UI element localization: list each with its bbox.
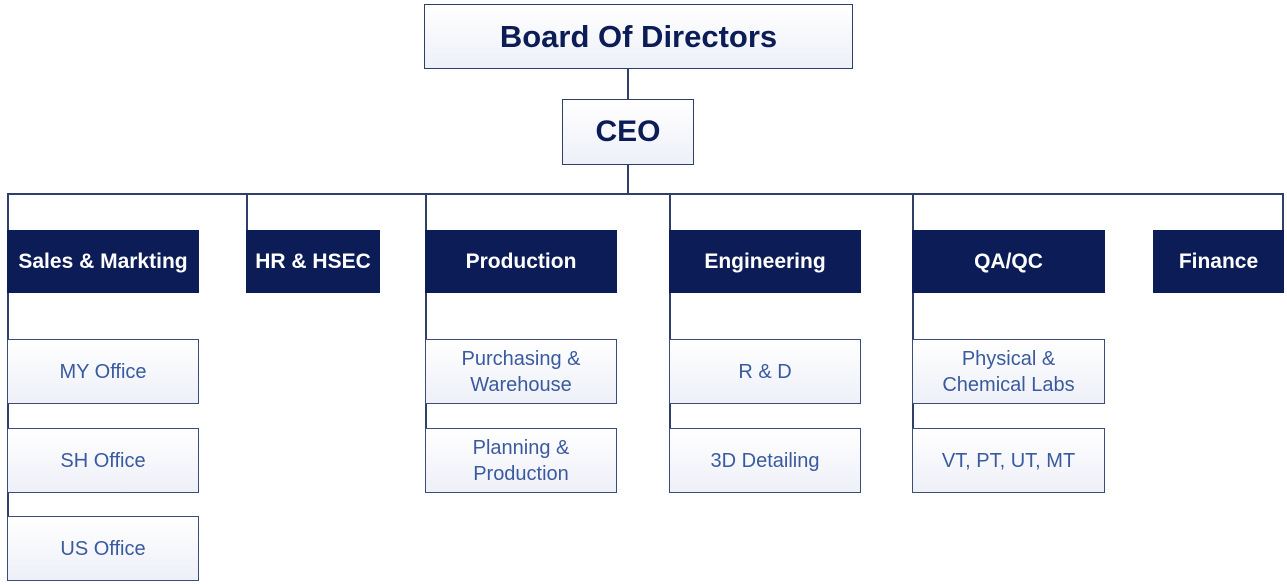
sub-unit-label: US Office [60, 537, 146, 560]
sub-unit-box: Planning & Production [425, 428, 617, 493]
dept-sales-label: Sales & Markting [18, 249, 188, 273]
dept-qaqc-label: QA/QC [974, 249, 1043, 273]
connector-horizontal-bus [7, 193, 1284, 195]
sub-unit-label: R & D [738, 360, 792, 383]
sub-unit-box: SH Office [7, 428, 199, 493]
dept-production-label: Production [465, 249, 577, 273]
sub-unit-box: 3D Detailing [669, 428, 861, 493]
board-of-directors-label: Board Of Directors [499, 18, 778, 54]
sub-unit-box: R & D [669, 339, 861, 404]
dept-engineering-box: Engineering [669, 230, 861, 293]
sub-unit-label: MY Office [59, 360, 147, 383]
board-of-directors-box: Board Of Directors [424, 4, 853, 69]
dept-finance-label: Finance [1178, 249, 1259, 273]
sub-unit-label: 3D Detailing [710, 449, 820, 472]
dept-engineering-label: Engineering [704, 249, 826, 273]
sub-unit-label: Physical & Chemical Labs [942, 347, 1075, 396]
sub-unit-label: Planning & Production [472, 436, 570, 485]
sub-unit-box: Purchasing & Warehouse [425, 339, 617, 404]
connector-board-ceo [627, 68, 629, 100]
dept-qaqc-box: QA/QC [912, 230, 1105, 293]
dept-hr-label: HR & HSEC [255, 249, 371, 273]
dept-hr-box: HR & HSEC [246, 230, 380, 293]
sub-unit-label: VT, PT, UT, MT [941, 449, 1076, 472]
sub-unit-label: SH Office [60, 449, 146, 472]
connector-ceo-bus [627, 164, 629, 194]
sub-unit-box: Physical & Chemical Labs [912, 339, 1105, 404]
dept-production-box: Production [425, 230, 617, 293]
sub-unit-box: VT, PT, UT, MT [912, 428, 1105, 493]
sub-unit-label: Purchasing & Warehouse [461, 347, 581, 396]
dept-finance-box: Finance [1153, 230, 1284, 293]
ceo-box: CEO [562, 99, 694, 165]
ceo-label: CEO [595, 115, 661, 148]
sub-unit-box: MY Office [7, 339, 199, 404]
dept-sales-box: Sales & Markting [7, 230, 199, 293]
sub-unit-box: US Office [7, 516, 199, 581]
